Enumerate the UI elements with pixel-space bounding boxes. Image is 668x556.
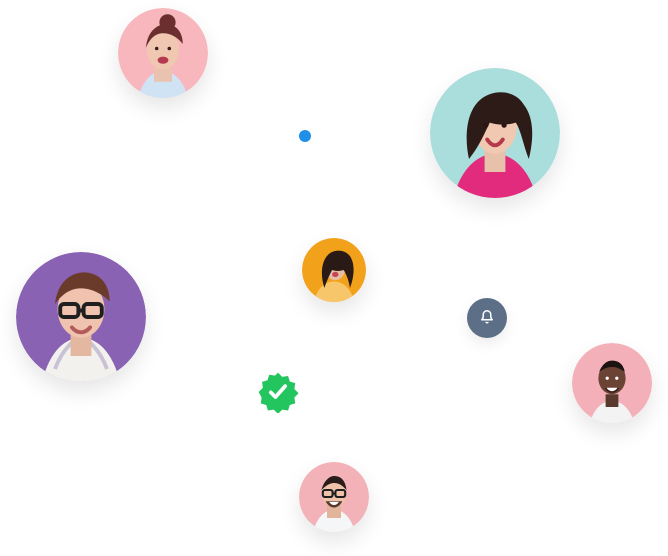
online-status-dot — [299, 130, 311, 142]
check-badge-icon — [257, 371, 299, 413]
avatar-man-pink — [572, 343, 652, 423]
avatar-man-glasses-pink — [299, 462, 369, 532]
avatar-man-purple — [16, 252, 146, 382]
verified-badge — [257, 371, 299, 413]
avatar-woman-pink — [118, 8, 208, 98]
notification-button[interactable] — [467, 298, 507, 338]
bell-icon — [478, 307, 496, 330]
avatar-woman-orange — [302, 238, 366, 302]
avatar-woman-cyan — [430, 68, 560, 198]
